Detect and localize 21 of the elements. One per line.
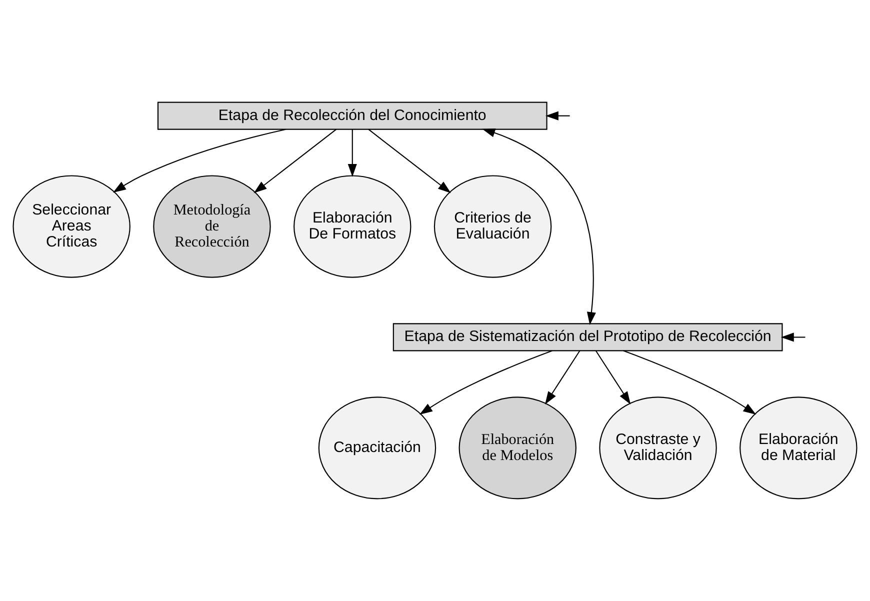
node-ellipse: Elaboración de Material: [740, 396, 858, 500]
node-ellipse: Elaboración de Modelos: [458, 396, 576, 500]
node-box: Etapa de Recolección del Conocimiento: [157, 102, 548, 130]
node-ellipse: Criterios de Evaluación: [434, 175, 552, 278]
arrow: [254, 128, 337, 194]
arrow: [544, 350, 580, 405]
arrow: [623, 350, 756, 415]
arrow: [112, 128, 286, 193]
node-ellipse: Metodología de Recolección: [153, 175, 271, 278]
node-ellipse: Elaboración De Formatos: [294, 175, 412, 278]
node-ellipse: Capacitación: [318, 396, 436, 500]
arrow: [595, 350, 631, 405]
node-ellipse: Constraste y Validación: [599, 396, 717, 500]
arrow: [545, 111, 570, 120]
arrow: [368, 128, 451, 194]
node-box: Etapa de Sistematización del Prototipo de Recolección: [392, 323, 783, 352]
arrow: [780, 332, 806, 342]
arrow: [348, 129, 357, 177]
arrow: [419, 350, 552, 415]
node-ellipse: Seleccionar Areas Críticas: [12, 175, 130, 278]
arrow: [482, 128, 596, 326]
